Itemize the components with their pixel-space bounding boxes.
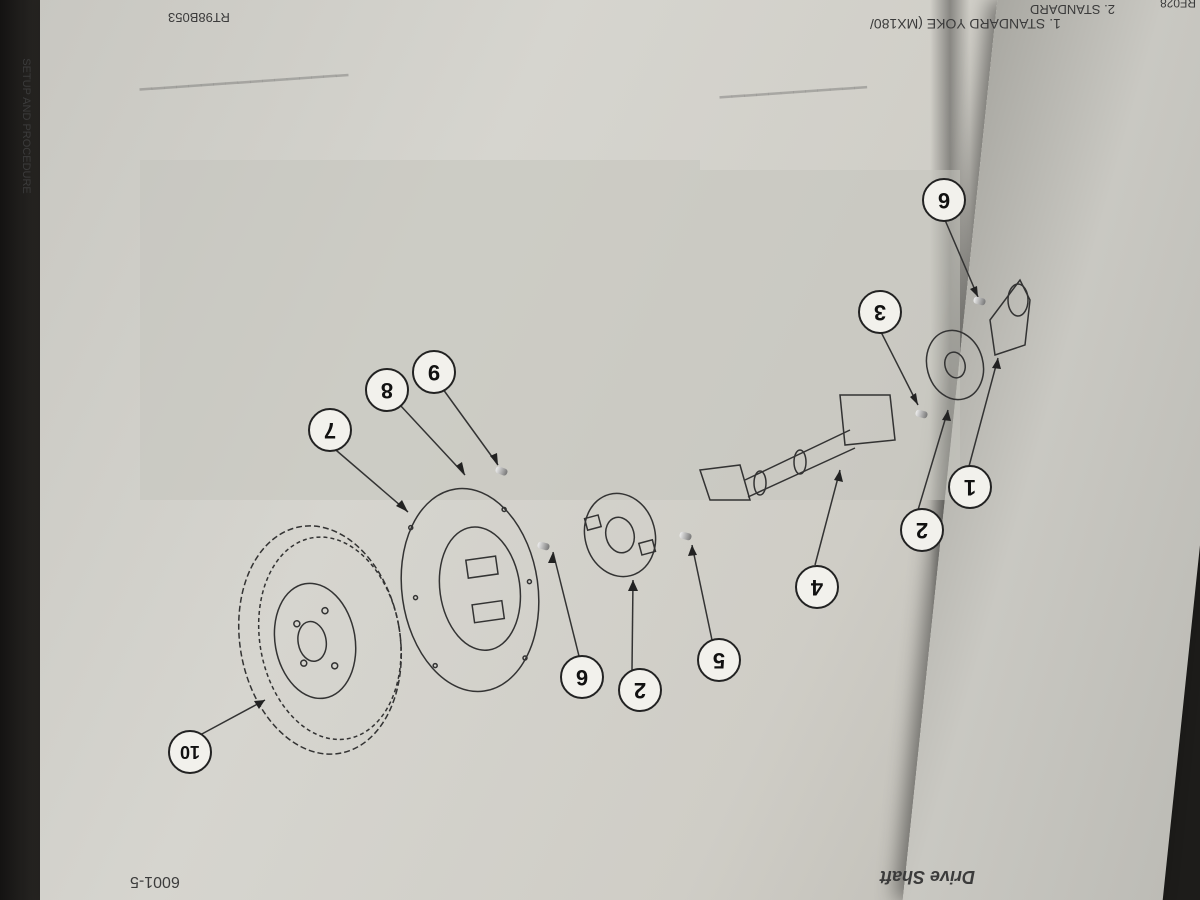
callout-6-top: 6 [922,178,966,222]
standard-yoke [989,278,1031,356]
flex-plate [400,487,540,693]
callout-10: 10 [168,730,212,774]
bleed-through-photo-left [140,160,700,500]
coupling-center [583,492,657,578]
drive-shaft [698,394,896,501]
callout-1: 1 [948,465,992,509]
callout-4: 4 [795,565,839,609]
callout-5: 5 [697,638,741,682]
coupling-right [925,329,985,401]
callout-7: 7 [308,408,352,452]
callout-3: 3 [858,290,902,334]
callout-2-center: 2 [618,668,662,712]
callout-9: 9 [412,350,456,394]
flywheel [237,525,403,755]
bleed-through-photo-right [700,170,960,500]
callout-2-right: 2 [900,508,944,552]
callout-6-bottom: 6 [560,655,604,699]
callout-8: 8 [365,368,409,412]
